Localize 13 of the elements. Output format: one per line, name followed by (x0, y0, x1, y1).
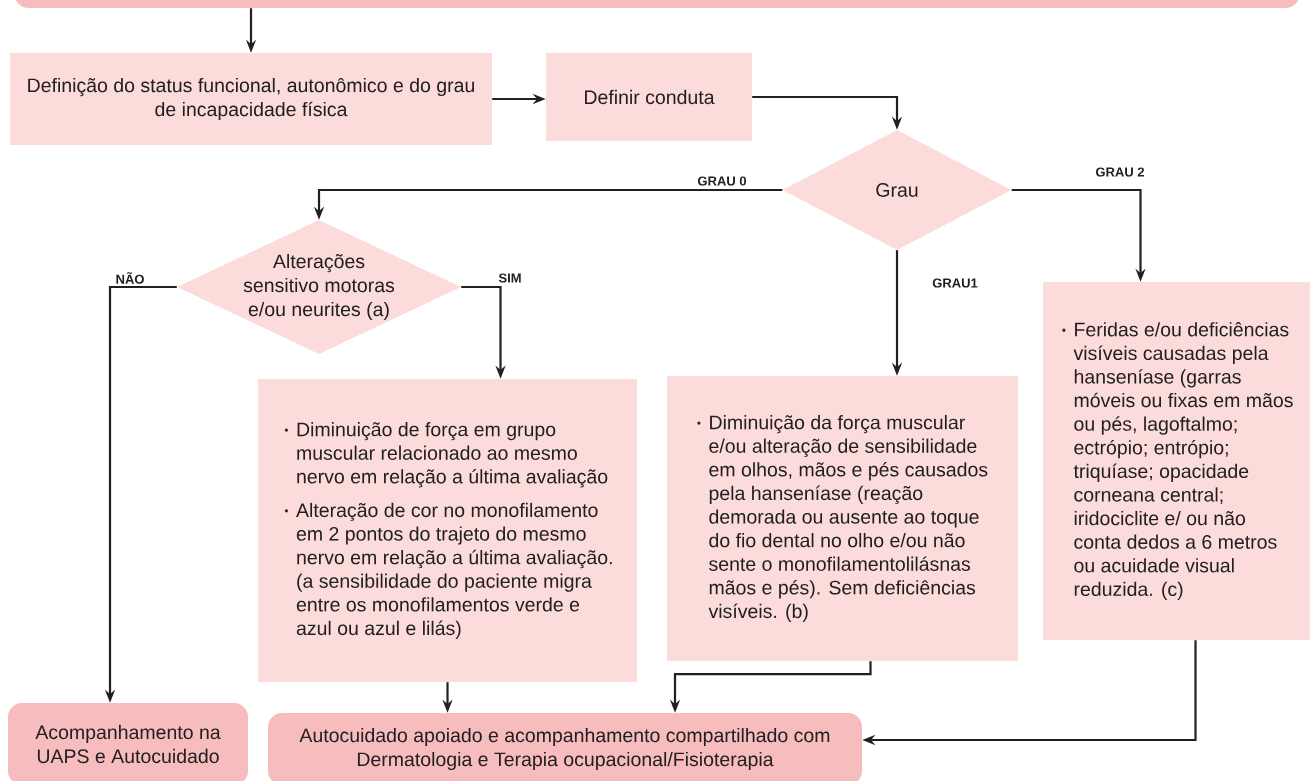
outcome-box: Autocuidado apoiado e acompanhamento compartilhado com Dermatologia e Terapia ocupacional/Fisioterapia (268, 713, 862, 781)
edge-label: GRAU 0 (698, 176, 746, 186)
process-box: Definição do status funcional, autonômico e do grau de incapacidade física (10, 53, 492, 145)
edge-label: GRAU 2 (1096, 167, 1145, 177)
outcome-box: Acompanhamento na UAPS e Autocuidado (8, 703, 248, 781)
criteria-box: Diminuição da força muscular e/ou alteração de sensibilidade em olhos, mãos e pés causados pela hanseníase (reação demorada ou ausente ao toque do fio dental no olho e/ou não sente o monofilamentolilásnas mãos e pés). Sem deficiências visíveis. (b) (667, 376, 1018, 661)
banner-box (14, 0, 1300, 8)
criteria-box: Diminuição de força em grupo muscular relacionado ao mesmo nervo em relação a última avaliação Alteração de cor no monofilamento em 2 pontos do trajeto do mesmo nervo em relação a última avaliação. (a sensibilidade do paciente migra entre os monofilamentos verde e azul ou azul e lilás) (258, 379, 637, 682)
edge-label: GRAU1 (932, 278, 978, 288)
process-box: Definir conduta (546, 53, 752, 141)
criteria-box: Feridas e/ou deficiências visíveis causadas pela hanseníase (garras móveis ou fixas em mãos ou pés, lagoftalmo; ectrópio; entrópio; triquíase; opacidade corneana central; iridociclite e/ ou não conta dedos a 6 metros ou acuidade visual reduzida. (c) (1043, 282, 1310, 640)
edge-label: NÃO (116, 272, 144, 284)
edge-label: SIM (498, 273, 521, 283)
